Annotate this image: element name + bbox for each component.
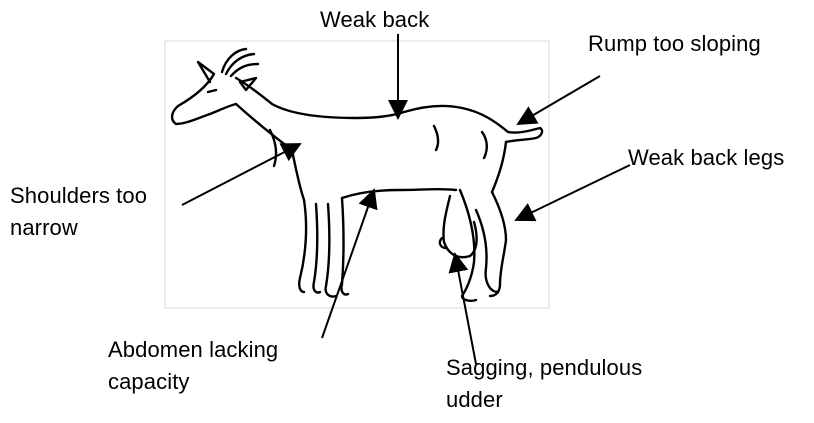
arrow-shoulders: [182, 144, 300, 205]
goat-hind-leg: [476, 210, 498, 292]
image-frame: [165, 41, 549, 308]
goat-belly: [342, 189, 456, 198]
goat-flank-mark: [434, 126, 438, 150]
label-shoulders-line1: Shoulders too: [10, 180, 147, 212]
goat-head: [172, 74, 236, 124]
arrow-rump: [518, 76, 600, 124]
goat-neck: [236, 104, 292, 150]
goat-horn: [222, 49, 258, 76]
label-abdomen: Abdomen lacking capacity: [108, 334, 278, 398]
goat-eye: [208, 90, 216, 92]
goat-ear: [240, 78, 256, 90]
label-weak-back-text: Weak back: [320, 7, 429, 32]
goat-rump: [492, 142, 506, 192]
goat-flank-mark: [482, 132, 487, 158]
label-udder-line2: udder: [446, 384, 642, 416]
goat-illustration: [172, 49, 542, 301]
goat-hind-leg: [460, 190, 476, 301]
label-udder: Sagging, pendulous udder: [446, 352, 642, 416]
goat-front-leg: [326, 198, 348, 297]
label-back-legs: Weak back legs: [628, 142, 784, 174]
goat-tail: [506, 128, 542, 142]
label-shoulders-line2: narrow: [10, 212, 147, 244]
label-udder-line1: Sagging, pendulous: [446, 352, 642, 384]
label-rump: Rump too sloping: [588, 28, 761, 60]
arrow-back-legs: [516, 165, 630, 220]
goat-hind-leg: [490, 192, 506, 296]
label-back-legs-text: Weak back legs: [628, 145, 784, 170]
arrow-abdomen: [322, 190, 374, 338]
goat-chest: [292, 150, 304, 200]
label-weak-back: Weak back: [320, 4, 429, 36]
label-shoulders: Shoulders too narrow: [10, 180, 147, 244]
label-abdomen-line1: Abdomen lacking: [108, 334, 278, 366]
goat-front-leg: [299, 200, 320, 293]
label-rump-text: Rump too sloping: [588, 31, 761, 56]
goat-shoulder-mark: [270, 130, 276, 166]
label-abdomen-line2: capacity: [108, 366, 278, 398]
goat-back: [236, 78, 508, 132]
